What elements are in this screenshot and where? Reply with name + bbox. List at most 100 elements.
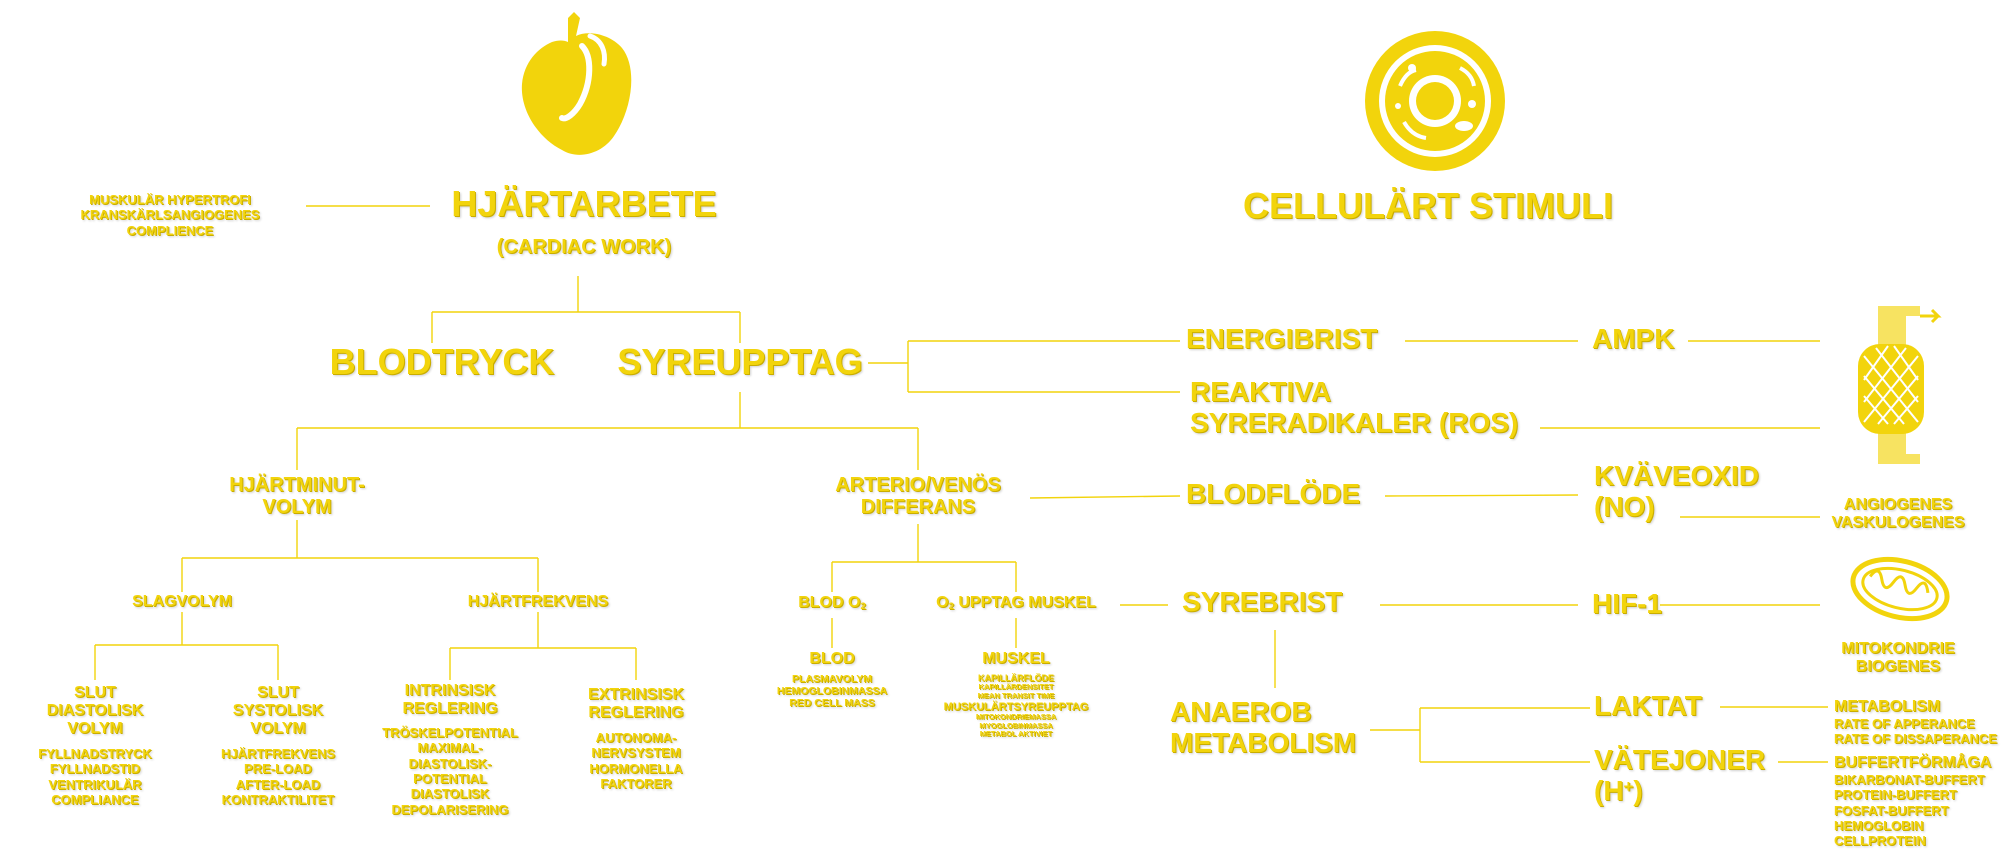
list-item: FYLLNADSTID bbox=[49, 761, 141, 777]
list-item: HEMOGLOBIN bbox=[1834, 817, 1924, 833]
node-line: KVÄVEOXID bbox=[1594, 460, 1759, 491]
node-text: O bbox=[936, 594, 949, 611]
list-item: RED CELL MASS bbox=[789, 697, 875, 710]
left-note-line: COMPLIENCE bbox=[126, 222, 214, 238]
node-line: VOLYM bbox=[67, 719, 123, 737]
node-slagvolym: SLAGVOLYM bbox=[132, 593, 232, 610]
list-item: RATE OF APPERANCE bbox=[1834, 715, 1975, 731]
list-item: HJÄRTFREKVENS bbox=[220, 746, 336, 761]
list-item: HORMONELLA bbox=[589, 760, 683, 776]
cardiac-work-title: HJÄRTARBETE bbox=[451, 183, 717, 224]
node-line: VASKULOGENES bbox=[1831, 513, 1965, 531]
cellular-stimuli-title: CELLULÄRT STIMULI bbox=[1243, 185, 1613, 226]
stimulus-syrebrist: SYREBRIST bbox=[1182, 586, 1343, 617]
list-blod: PLASMAVOLYM HEMOGLOBINMASSA RED CELL MAS… bbox=[777, 673, 887, 709]
node-text: ) bbox=[1633, 775, 1643, 807]
signal-laktat: LAKTAT bbox=[1594, 690, 1702, 721]
list-item: HEMOGLOBINMASSA bbox=[776, 685, 888, 698]
list-item: CELLPROTEIN bbox=[1834, 833, 1926, 849]
list-item: KAPILLÄRDENSITET bbox=[978, 682, 1054, 692]
node-line: SLUT bbox=[257, 684, 299, 701]
list-item: PLASMAVOLYM bbox=[792, 673, 872, 685]
node-line: EXTRINSISK bbox=[587, 686, 685, 703]
stimulus-anaerob-metabolism: ANAEROB METABOLISM bbox=[1170, 696, 1356, 759]
node-slut-systolisk-volym: SLUT SYSTOLISK VOLYM bbox=[233, 684, 323, 738]
subscript: 2 bbox=[860, 601, 866, 612]
node-blod-o2: BLOD O2 bbox=[798, 594, 866, 613]
node-line: METABOLISM bbox=[1834, 698, 1941, 715]
node-hjartfrekvens: HJÄRTFREKVENS bbox=[467, 593, 609, 610]
list-item: DIASTOLISK- bbox=[408, 755, 492, 771]
node-line: ARTERIO/VENÖS bbox=[835, 474, 1001, 496]
node-arteriovenos-differans: ARTERIO/VENÖS DIFFERANS bbox=[835, 474, 1001, 519]
node-line: METABOLISM bbox=[1170, 727, 1357, 759]
list-item: RATE OF DISSAPERANCE bbox=[1834, 731, 1997, 747]
superscript: + bbox=[1623, 777, 1634, 797]
list-item: MYOGLOBINMASSA bbox=[979, 720, 1053, 730]
list-item: MAXIMAL- bbox=[417, 740, 483, 756]
node-line: ANGIOGENES bbox=[1843, 496, 1953, 513]
node-muskel: MUSKEL bbox=[982, 650, 1050, 667]
cell-icon bbox=[1365, 31, 1505, 171]
node-line: VOLYM bbox=[262, 496, 332, 519]
signal-kvaveoxid: KVÄVEOXID (NO) bbox=[1594, 460, 1759, 523]
node-line: (H+) bbox=[1594, 775, 1765, 806]
list-item: FAKTORER bbox=[600, 775, 672, 791]
list-item: BIKARBONAT-BUFFERT bbox=[1834, 771, 1985, 787]
node-line: SYRERADIKALER (ROS) bbox=[1190, 407, 1519, 439]
list-item: PROTEIN-BUFFERT bbox=[1834, 787, 1957, 803]
list-item: TRÖSKELPOTENTIAL bbox=[382, 725, 518, 740]
stimulus-blodflode: BLODFLÖDE bbox=[1186, 478, 1361, 509]
list-item: AUTONOMA- bbox=[595, 730, 677, 745]
list-item: VENTRIKULÄR bbox=[48, 776, 142, 792]
node-line: REGLERING bbox=[588, 703, 684, 721]
left-note: MUSKULÄR HYPERTROFI KRANSKÄRLSANGIOGENES… bbox=[80, 192, 259, 238]
node-line: BIOGENES bbox=[1855, 657, 1941, 675]
node-line: VÄTEJONER bbox=[1594, 744, 1766, 775]
list-slut-systolisk: HJÄRTFREKVENS PRE-LOAD AFTER-LOAD KONTRA… bbox=[221, 746, 335, 807]
list-item: FYLLNADSTRYCK bbox=[38, 746, 152, 761]
list-item: KONTRAKTILITET bbox=[221, 791, 335, 807]
mitochondria-icon bbox=[1850, 556, 1950, 622]
node-line: INTRINSISK bbox=[404, 682, 496, 699]
list-item: PRE-LOAD bbox=[244, 761, 312, 777]
node-syreupptag: SYREUPPTAG bbox=[617, 341, 863, 382]
list-item: COMPLIANCE bbox=[51, 791, 139, 807]
signal-ampk: AMPK bbox=[1592, 323, 1675, 354]
outcome-buffertformaga: BUFFERTFÖRMÅGA BIKARBONAT-BUFFERT PROTEI… bbox=[1834, 754, 1991, 849]
node-hjartminutvolym: HJÄRTMINUT- VOLYM bbox=[229, 474, 365, 519]
node-line: HJÄRTMINUT- bbox=[229, 474, 365, 496]
node-o2-upptag-muskel: O2 UPPTAG MUSKEL bbox=[936, 594, 1096, 613]
list-slut-diastolisk: FYLLNADSTRYCK FYLLNADSTID VENTRIKULÄR CO… bbox=[38, 746, 152, 807]
blood-vessel-icon bbox=[1858, 306, 1942, 464]
list-item: NERVSYSTEM bbox=[591, 745, 681, 761]
node-line: SYSTOLISK bbox=[232, 701, 324, 719]
node-line: ANAEROB bbox=[1170, 696, 1312, 727]
list-item: DEPOLARISERING bbox=[391, 801, 509, 817]
signal-vatejoner: VÄTEJONER (H+) bbox=[1594, 744, 1765, 807]
outcome-angiogenes: ANGIOGENES VASKULOGENES bbox=[1831, 496, 1964, 532]
list-item: METABOL AKTIVIET bbox=[979, 729, 1053, 739]
node-line: VOLYM bbox=[250, 719, 306, 737]
node-text: (H bbox=[1594, 775, 1624, 807]
node-line: BUFFERTFÖRMÅGA bbox=[1834, 754, 1992, 771]
heart-icon bbox=[521, 12, 632, 155]
list-item: POTENTIAL bbox=[413, 770, 487, 786]
outcome-mitokondrie-biogenes: MITOKONDRIE BIOGENES bbox=[1841, 640, 1954, 676]
list-item: FOSFAT-BUFFERT bbox=[1834, 802, 1949, 818]
node-line: MITOKONDRIE bbox=[1841, 640, 1955, 657]
node-text: UPPTAG MUSKEL bbox=[953, 594, 1096, 611]
node-line: DIASTOLISK bbox=[46, 701, 144, 719]
subscript: 2 bbox=[948, 601, 954, 612]
signal-hif1: HIF-1 bbox=[1592, 588, 1662, 619]
node-slut-diastolisk-volym: SLUT DIASTOLISK VOLYM bbox=[47, 684, 144, 738]
node-line: (NO) bbox=[1594, 491, 1655, 523]
list-item: KAPILLÄRFLÖDE bbox=[977, 673, 1054, 683]
list-item: AFTER-LOAD bbox=[235, 776, 321, 792]
list-intrinsisk: TRÖSKELPOTENTIAL MAXIMAL- DIASTOLISK- PO… bbox=[382, 725, 518, 817]
list-item: MITOKONDRIEMASSA bbox=[975, 712, 1057, 722]
list-item: MUSKULÄRTSYREUPPTAG bbox=[943, 700, 1089, 713]
list-extrinsisk: AUTONOMA- NERVSYSTEM HORMONELLA FAKTORER bbox=[589, 730, 682, 791]
stimulus-energibrist: ENERGIBRIST bbox=[1186, 323, 1378, 354]
